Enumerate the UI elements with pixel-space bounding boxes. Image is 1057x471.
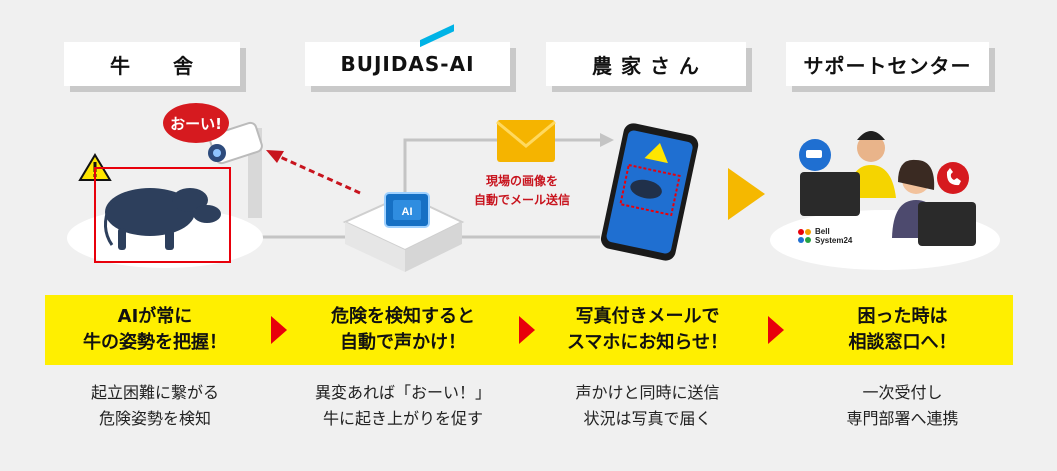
benefit-cell-farmer: 写真付きメールで スマホにお知らせ！ [540, 295, 755, 365]
stage-label: 農 家 さ ん [592, 53, 700, 78]
note-line-2: 牛に起き上がりを促す [322, 409, 483, 428]
chip-label: AI [402, 206, 413, 218]
note-line-2: 状況は写真で届く [583, 409, 712, 428]
band-arrow-2 [519, 316, 535, 344]
benefit-line-2: 牛の姿勢を把握！ [83, 332, 227, 353]
scene-illustration: AI Bell System24 [67, 24, 1000, 272]
benefit-line-2: 相談窓口へ！ [848, 332, 957, 353]
bell-system-logo: Bell System24 [798, 227, 853, 245]
benefit-line-1: AIが常に [117, 306, 193, 327]
stage-tab-support: サポートセンター [786, 42, 989, 86]
benefit-line-1: 写真付きメールで [575, 306, 720, 327]
stage-label: サポートセンター [803, 53, 972, 78]
stage-label: BUJIDAS-AI [340, 52, 475, 76]
note-support: 一次受付し 専門部署へ連携 [792, 380, 1013, 440]
brand-line-2: System24 [815, 236, 853, 245]
phone-badge-icon [937, 162, 969, 194]
stage-tab-farmer: 農 家 さ ん [546, 42, 746, 86]
flow-chevron [728, 168, 765, 220]
email-caption-line-2: 自動でメール送信 [473, 193, 570, 207]
note-ai: 異変あれば「おーい！」 牛に起き上がりを促す [292, 380, 514, 440]
speech-bubble: おーい! [163, 103, 229, 143]
brand-line-1: Bell [815, 227, 830, 236]
benefit-line-1: 危険を検知すると [331, 306, 475, 327]
stage-tab-barn: 牛 舎 [64, 42, 240, 86]
email-caption: 現場の画像を 自動でメール送信 [462, 172, 582, 210]
alert-arrow [277, 154, 361, 195]
benefit-cell-ai: 危険を検知すると 自動で声かけ！ [292, 295, 514, 365]
band-arrow-3 [768, 316, 784, 344]
mail-icon [496, 120, 556, 162]
benefit-line-1: 困った時は [857, 306, 948, 327]
benefit-cell-barn: AIが常に 牛の姿勢を把握！ [45, 295, 265, 365]
stage-tab-ai: BUJIDAS-AI [305, 42, 510, 86]
note-line-2: 危険姿勢を検知 [98, 409, 211, 428]
ai-device-icon: AI [342, 24, 465, 272]
alert-arrowhead [266, 150, 284, 163]
note-barn: 起立困難に繋がる 危険姿勢を検知 [45, 380, 265, 440]
support-staff-icon [800, 131, 976, 246]
note-line-1: 声かけと同時に送信 [575, 383, 720, 402]
note-line-1: 一次受付し [862, 383, 943, 402]
smartphone-icon [600, 123, 699, 261]
speech-bubble-text: おーい! [170, 114, 222, 133]
email-caption-line-1: 現場の画像を [485, 174, 558, 188]
note-line-2: 専門部署へ連携 [846, 409, 959, 428]
note-line-1: 起立困難に繋がる [90, 383, 219, 402]
stage-label: 牛 舎 [110, 53, 194, 78]
flow-arrowhead [600, 133, 614, 147]
band-arrow-1 [271, 316, 287, 344]
benefit-line-2: スマホにお知らせ！ [566, 332, 729, 353]
cctv-badge-icon [799, 139, 831, 171]
note-line-1: 異変あれば「おーい！」 [314, 383, 491, 402]
benefit-line-2: 自動で声かけ！ [340, 332, 466, 353]
cow-icon [104, 188, 221, 250]
note-farmer: 声かけと同時に送信 状況は写真で届く [540, 380, 755, 440]
detection-box [94, 167, 231, 263]
benefit-cell-support: 困った時は 相談窓口へ！ [792, 295, 1013, 365]
